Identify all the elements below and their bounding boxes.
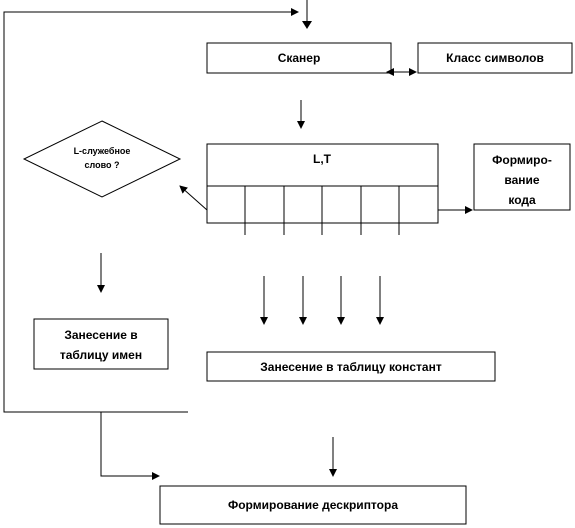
code-form-label-3: кода	[508, 193, 536, 207]
names-to-descriptor-arrow	[100, 412, 160, 480]
const-table-box	[206, 351, 496, 382]
scanner-label: Сканер	[278, 51, 321, 65]
names-table-box	[33, 318, 169, 370]
entry-arrow-head	[302, 21, 312, 29]
lt-to-decision-arrow	[179, 185, 208, 211]
decision-diamond	[22, 120, 182, 198]
loop-line	[3, 8, 299, 413]
names-table-label-1: Занесение в	[64, 328, 137, 342]
decision-label-1: L-служебное	[74, 146, 131, 156]
char-class-box	[417, 42, 573, 74]
code-form-box	[473, 143, 571, 211]
code-form-label-1: Формиро-	[492, 153, 552, 167]
to-const-arrows	[260, 276, 384, 325]
descriptor-label: Формирование дескриптора	[228, 498, 398, 512]
lt-label: L,T	[313, 152, 332, 166]
scanner-box	[206, 42, 392, 74]
const-table-label: Занесение в таблицу констант	[260, 360, 442, 374]
lt-cells	[244, 186, 400, 235]
names-table-label-2: таблицу имен	[60, 348, 142, 362]
char-class-label: Класс символов	[446, 51, 544, 65]
decision-label-2: слово ?	[84, 160, 119, 170]
code-form-label-2: вание	[504, 173, 540, 187]
descriptor-box	[159, 485, 467, 525]
